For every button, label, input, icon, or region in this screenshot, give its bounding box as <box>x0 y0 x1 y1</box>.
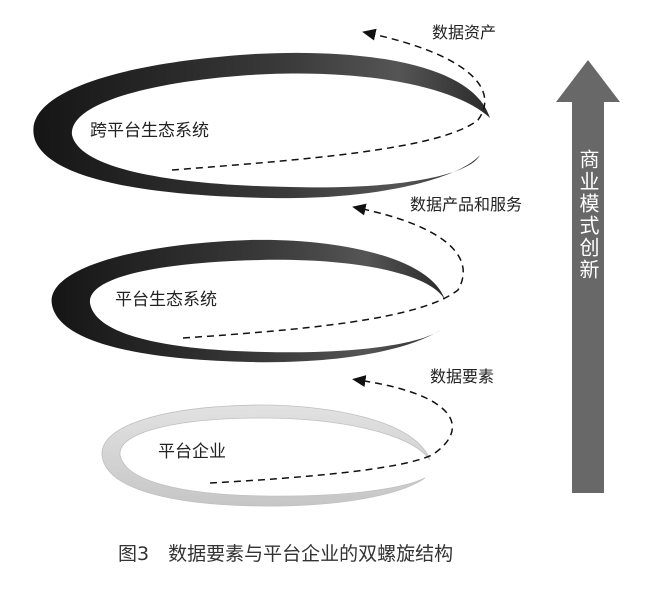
flow-label-data-assets: 数据资产 <box>432 23 496 42</box>
ring-label-enterprise: 平台企业 <box>158 442 226 462</box>
ring-platform-ecosystem: 平台生态系统 <box>51 239 445 363</box>
innovation-arrow-label: 商业模式创新 <box>576 149 600 281</box>
innovation-arrow: 商业模式创新 <box>556 60 620 493</box>
flow-data-assets: 数据资产 <box>171 23 496 171</box>
flow-data-products: 数据产品和服务 <box>182 195 522 339</box>
innovation-arrow-shape <box>556 60 620 493</box>
figure-caption: 图3 数据要素与平台企业的双螺旋结构 <box>118 543 453 565</box>
ring-label-platform: 平台生态系统 <box>115 290 217 310</box>
flow-path-data-assets <box>171 28 486 171</box>
ring-platform-body <box>51 239 445 363</box>
ring-platform-enterprise: 平台企业 <box>101 404 431 507</box>
flow-label-data-elements: 数据要素 <box>430 367 494 386</box>
ring-cross-platform-ecosystem: 跨平台生态系统 <box>33 52 490 199</box>
flow-path-data-products <box>182 203 464 339</box>
flow-label-data-products: 数据产品和服务 <box>410 195 522 214</box>
ring-label-cross-platform: 跨平台生态系统 <box>90 121 209 141</box>
flow-path-data-elements <box>209 375 454 484</box>
flow-data-elements: 数据要素 <box>209 367 494 484</box>
ring-enterprise-body <box>101 404 431 507</box>
